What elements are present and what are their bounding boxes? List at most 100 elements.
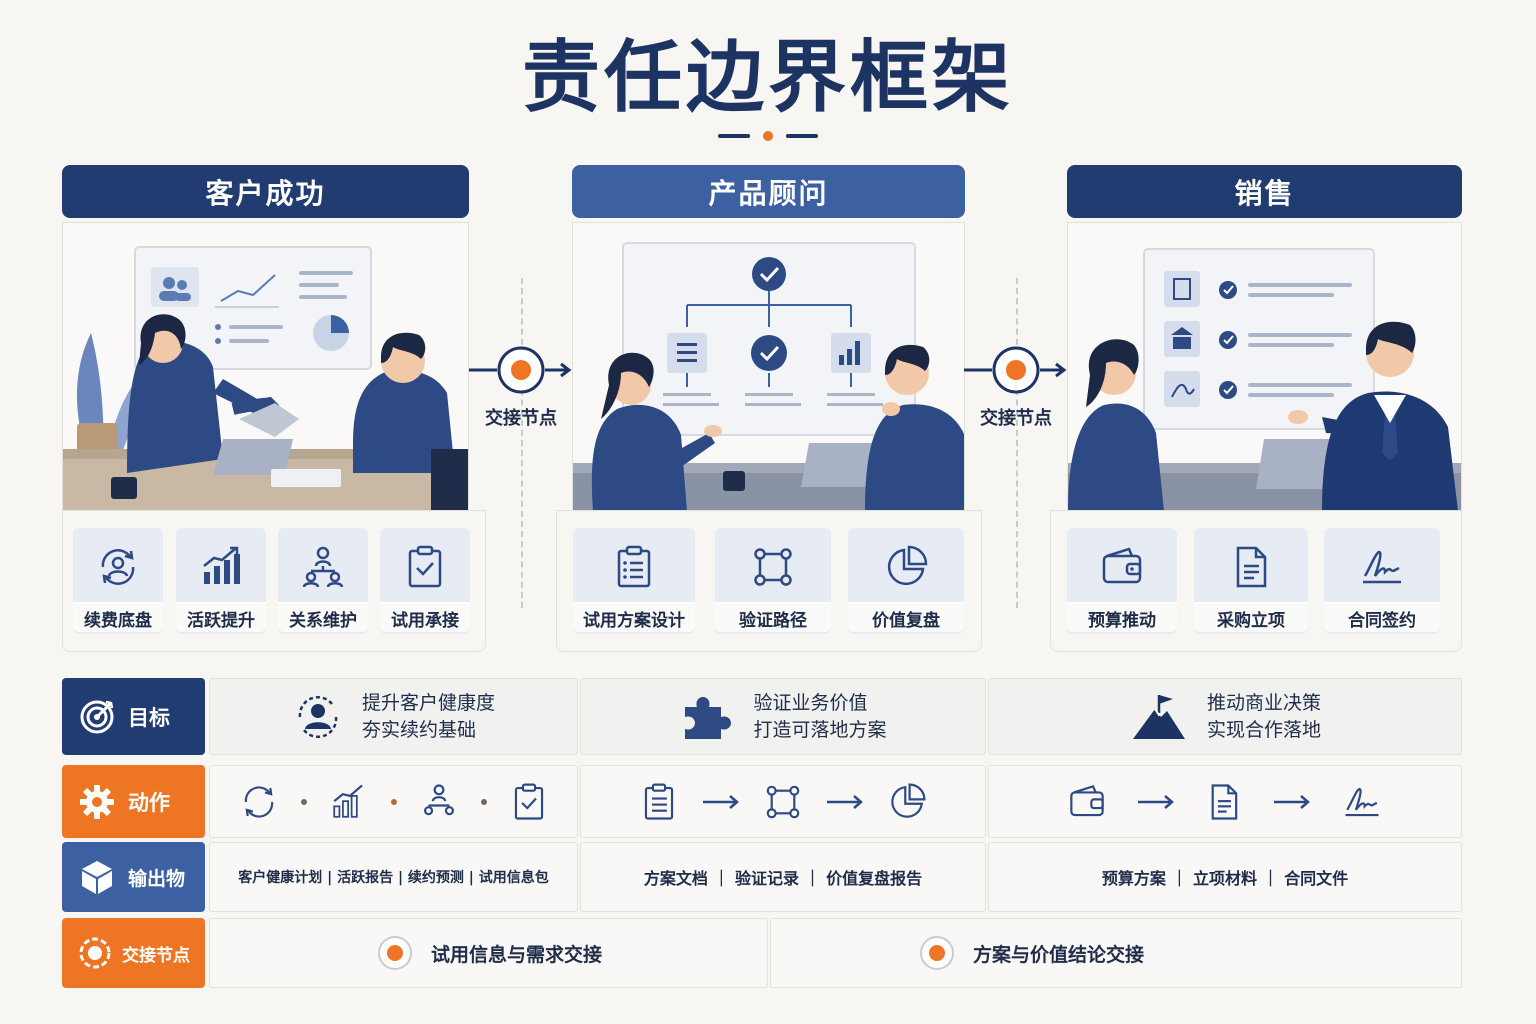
document-icon xyxy=(1211,783,1238,820)
task-panel-customer-success: 续费底盘 活跃提升 关系维护 试用承接 xyxy=(62,510,486,652)
column-header-sales: 销售 xyxy=(1067,165,1462,218)
task-panel-product-consultant: 试用方案设计 验证路径 价值复盘 xyxy=(556,510,982,652)
clipboard-list-icon xyxy=(617,545,651,588)
org-network-icon xyxy=(423,783,454,815)
arrow-right-icon xyxy=(1138,794,1174,809)
output-cell: 客户健康计划 | 活跃报告 | 续约预测 | 试用信息包 xyxy=(209,842,578,912)
target-icon xyxy=(80,700,114,733)
action-cell xyxy=(580,765,986,838)
task-label: 采购立项 xyxy=(1194,602,1308,632)
task-card: 价值复盘 xyxy=(848,528,964,634)
bar-growth-icon xyxy=(332,784,363,818)
task-card: 活跃提升 xyxy=(176,528,266,634)
arrow-right-icon xyxy=(1274,794,1310,809)
task-card: 预算推动 xyxy=(1067,528,1177,634)
task-card: 采购立项 xyxy=(1194,528,1308,634)
divider-line-2 xyxy=(1016,278,1018,608)
row-label-text: 交接节点 xyxy=(122,945,190,966)
row-label-handoff: 交接节点 xyxy=(62,918,205,988)
output-cell: 预算方案 ｜ 立项材料 ｜ 合同文件 xyxy=(988,842,1462,912)
pie-chart-icon xyxy=(887,545,928,586)
clipboard-check-icon xyxy=(408,545,442,588)
row-label-text: 动作 xyxy=(128,790,170,815)
row-label-action: 动作 xyxy=(62,765,205,838)
goal-line-2: 打造可落地方案 xyxy=(753,718,887,741)
mountain-flag-icon xyxy=(1132,694,1185,739)
clipboard-check-icon xyxy=(514,783,543,820)
scene-sales xyxy=(1067,222,1462,510)
goal-line-1: 推动商业决策 xyxy=(1206,691,1321,714)
output-text: 预算方案 ｜ 立项材料 ｜ 合同文件 xyxy=(1101,869,1349,888)
handoff-text: 方案与价值结论交接 xyxy=(973,943,1145,966)
row-label-text: 输出物 xyxy=(128,867,186,890)
scene-product-consultant xyxy=(572,222,965,510)
task-label: 试用承接 xyxy=(380,602,470,632)
row-label-output: 输出物 xyxy=(62,842,205,912)
handoff-cell: 试用信息与需求交接 xyxy=(209,918,768,988)
handoff-arrow-icon xyxy=(964,346,1067,394)
goal-line-1: 提升客户健康度 xyxy=(361,691,495,714)
arrow-right-icon xyxy=(703,794,739,809)
goal-cell: 验证业务价值打造可落地方案 xyxy=(580,678,986,755)
handoff-target-icon xyxy=(79,937,111,969)
task-label: 试用方案设计 xyxy=(573,602,695,632)
divider-line-1 xyxy=(521,278,523,608)
task-card: 验证路径 xyxy=(715,528,831,634)
signature-icon xyxy=(1345,787,1379,816)
separator-dot xyxy=(300,798,307,805)
column-header-product-consultant: 产品顾问 xyxy=(572,165,965,218)
row-label-goal: 目标 xyxy=(62,678,205,755)
task-label: 续费底盘 xyxy=(73,602,163,632)
puzzle-icon xyxy=(685,696,732,739)
task-label: 预算推动 xyxy=(1067,602,1177,632)
pie-chart-icon xyxy=(891,783,926,818)
output-text: 客户健康计划 | 活跃报告 | 续约预测 | 试用信息包 xyxy=(238,870,549,886)
action-cell xyxy=(209,765,578,838)
path-nodes-icon xyxy=(766,785,800,818)
goal-cell: 提升客户健康度夯实续约基础 xyxy=(209,678,578,755)
handoff-arrow-icon xyxy=(469,346,572,394)
task-card: 关系维护 xyxy=(278,528,368,634)
box-icon xyxy=(82,861,112,894)
arrow-right-icon xyxy=(827,794,863,809)
task-card: 合同签约 xyxy=(1324,528,1440,634)
user-cycle-icon xyxy=(298,695,338,738)
page-title: 责任边界框架 xyxy=(521,33,1014,123)
wallet-icon xyxy=(1102,547,1142,584)
handoff-text: 试用信息与需求交接 xyxy=(430,943,602,966)
signature-icon xyxy=(1363,550,1401,584)
renewal-user-icon xyxy=(101,549,135,585)
output-text: 方案文档 ｜ 验证记录 ｜ 价值复盘报告 xyxy=(643,869,923,888)
handoff-label: 交接节点 xyxy=(980,408,1052,429)
action-cell xyxy=(988,765,1462,838)
clipboard-list-icon xyxy=(644,783,674,820)
task-panel-sales: 预算推动 采购立项 合同签约 xyxy=(1050,510,1462,652)
goal-line-2: 夯实续约基础 xyxy=(361,718,476,741)
task-label: 活跃提升 xyxy=(176,602,266,632)
separator-dot xyxy=(390,798,397,805)
bar-growth-icon xyxy=(203,546,240,584)
task-card: 试用方案设计 xyxy=(573,528,695,634)
row-label-text: 目标 xyxy=(128,705,170,730)
handoff-label: 交接节点 xyxy=(485,408,557,429)
document-icon xyxy=(1236,546,1267,588)
title-decoration xyxy=(718,131,818,141)
path-nodes-icon xyxy=(754,548,792,586)
handoff-node-2: 交接节点 xyxy=(964,346,1068,430)
gear-icon xyxy=(80,784,114,819)
task-card: 试用承接 xyxy=(380,528,470,634)
goal-line-2: 实现合作落地 xyxy=(1206,718,1321,741)
task-label: 验证路径 xyxy=(715,602,831,632)
column-header-customer-success: 客户成功 xyxy=(62,165,469,218)
task-label: 价值复盘 xyxy=(848,602,964,632)
handoff-cell: 方案与价值结论交接 xyxy=(770,918,1462,988)
task-card: 续费底盘 xyxy=(73,528,163,634)
task-label: 合同签约 xyxy=(1324,602,1440,632)
scene-customer-success xyxy=(62,222,469,510)
org-network-icon xyxy=(302,546,344,588)
handoff-node-1: 交接节点 xyxy=(469,346,573,430)
goal-cell: 推动商业决策实现合作落地 xyxy=(988,678,1462,755)
wallet-icon xyxy=(1070,784,1104,816)
cycle-arrows-icon xyxy=(244,785,273,818)
output-cell: 方案文档 ｜ 验证记录 ｜ 价值复盘报告 xyxy=(580,842,986,912)
